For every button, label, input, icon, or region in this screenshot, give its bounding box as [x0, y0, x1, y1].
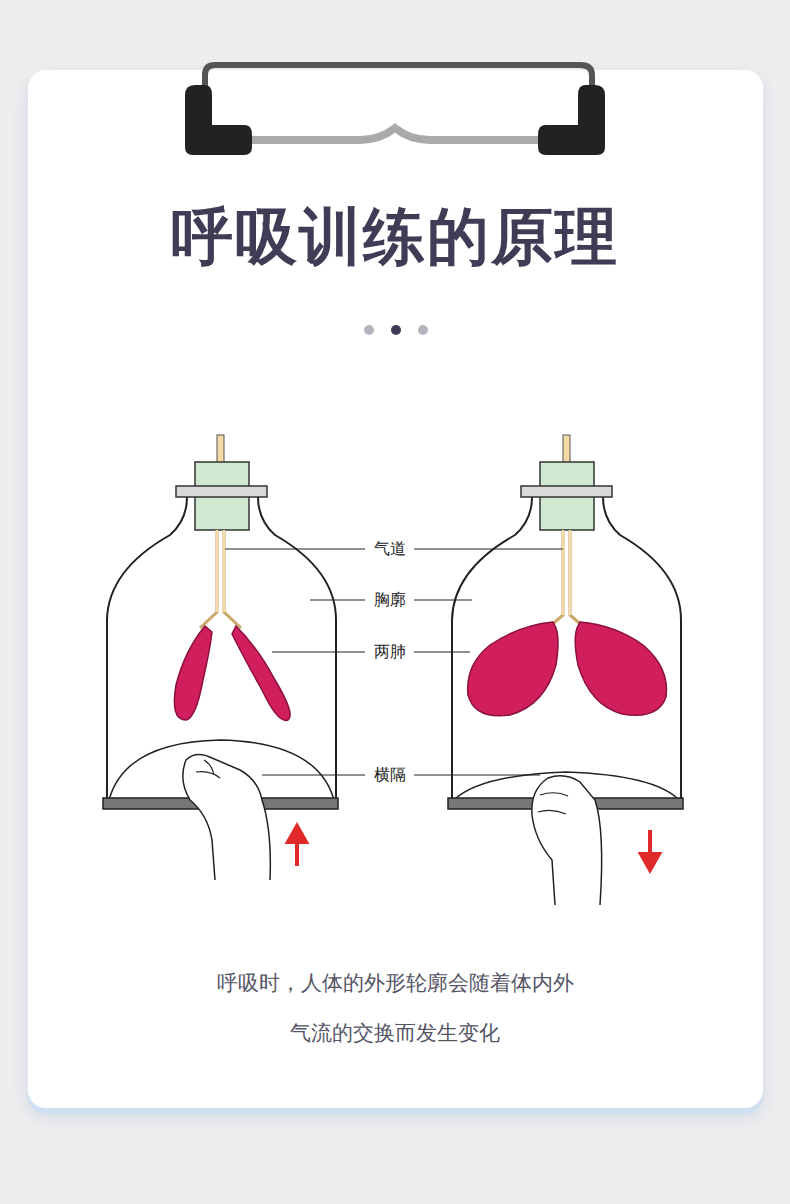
clip-left: [185, 85, 252, 155]
caption-wrap: 呼吸时，人体的外形轮廓会随着体内外 气流的交换而发生变化: [145, 958, 645, 1058]
dot: [418, 325, 428, 335]
bell-jar-left: [103, 435, 338, 880]
clip-right: [538, 85, 605, 155]
dot: [391, 325, 401, 335]
clip-bar: [240, 128, 555, 140]
page-title: 呼吸训练的原理: [0, 200, 790, 274]
clip-wire: [205, 65, 592, 135]
part-label: 气道: [372, 539, 408, 558]
bell-jar-right: [448, 435, 683, 905]
part-label: 胸廓: [372, 590, 408, 609]
dot: [364, 325, 374, 335]
caption: 呼吸时，人体的外形轮廓会随着体内外 气流的交换而发生变化: [206, 958, 584, 1058]
leader-lines: [225, 549, 563, 775]
part-label: 横隔: [372, 765, 408, 784]
part-label: 两肺: [372, 642, 408, 661]
